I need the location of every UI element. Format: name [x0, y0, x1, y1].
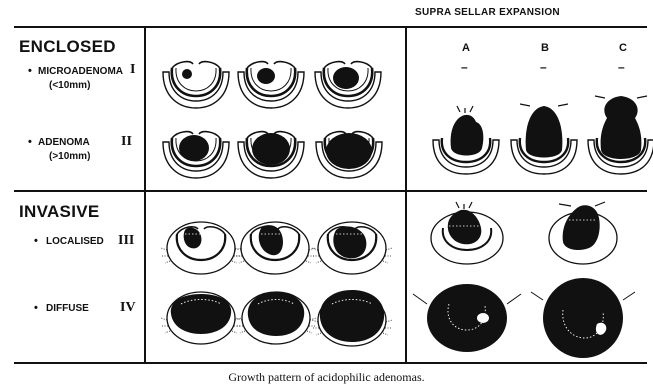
invasive-supra-diagram-c	[413, 284, 521, 352]
growth-pattern-figure	[0, 0, 653, 370]
adenoma-diagram-2	[238, 132, 304, 178]
figure-caption: Growth pattern of acidophilic adenomas.	[0, 370, 653, 385]
supra-sellar-diagram-c	[588, 96, 653, 174]
diffuse-diagram-3	[312, 290, 392, 346]
invasive-supra-diagram-b	[549, 202, 617, 264]
adenoma-diagram-3	[316, 132, 382, 178]
localised-diagram-1	[161, 222, 241, 274]
adenoma-diagram-1	[163, 132, 229, 178]
microadenoma-diagram-2	[238, 62, 304, 108]
localised-diagram-3	[312, 222, 392, 274]
invasive-supra-diagram-a	[431, 202, 503, 264]
diffuse-diagram-1	[161, 292, 241, 344]
supra-sellar-diagram-a	[433, 106, 499, 174]
microadenoma-diagram-1	[163, 62, 229, 108]
supra-sellar-diagram-b	[511, 104, 577, 174]
localised-diagram-2	[235, 222, 315, 274]
diffuse-diagram-2	[236, 292, 316, 344]
invasive-supra-diagram-d	[531, 278, 635, 358]
microadenoma-diagram-3	[315, 62, 381, 108]
